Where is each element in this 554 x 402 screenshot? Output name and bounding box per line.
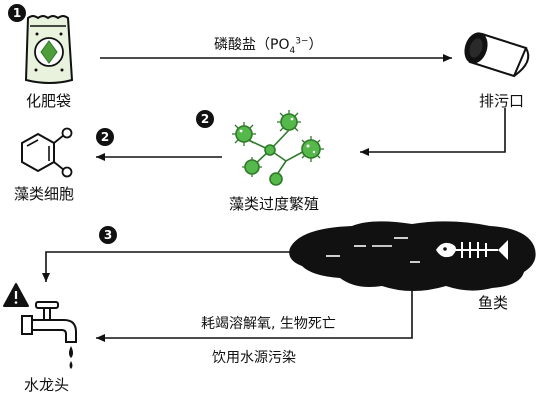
drain-pipe-icon: [464, 32, 530, 78]
label-drain-pipe: 排污口: [479, 92, 525, 110]
fish-skeleton-icon: [436, 240, 508, 260]
label-fish: 鱼类: [478, 294, 509, 312]
tap-icon: [21, 301, 77, 369]
phosphate-prefix: 磷酸盐（PO: [214, 37, 290, 53]
label-algae-cells: 藻类细胞: [14, 185, 75, 203]
label-fertilizer-bag: 化肥袋: [26, 92, 72, 110]
label-algal-bloom: 藻类过度繁殖: [229, 195, 320, 213]
algae-cells-icon: [21, 127, 73, 178]
step-badge-1: 1: [8, 4, 26, 22]
step-badge-2b: 2: [196, 110, 214, 128]
step-badge-2a: 2: [96, 128, 114, 146]
arrow-to-tap: [42, 251, 300, 282]
arrow-drain-to-algae: [360, 108, 506, 156]
label-phosphate: 磷酸盐（PO43−）: [214, 34, 323, 56]
algae-bloom-icon: [232, 110, 324, 186]
label-tap: 水龙头: [24, 376, 70, 394]
warning-icon: [3, 283, 29, 307]
fertilizer-bag-icon: [24, 15, 74, 84]
step-badge-3: 3: [99, 226, 117, 244]
label-water-pollution: 饮用水源污染: [212, 350, 296, 366]
phosphate-subscript: 4: [289, 45, 296, 56]
oil-slick-icon: [289, 221, 536, 291]
phosphate-superscript: 3−: [295, 36, 309, 47]
arrow-fish-to-tap: [96, 288, 413, 342]
label-oxygen-depletion: 耗竭溶解氧, 生物死亡: [201, 316, 336, 332]
phosphate-suffix: ）: [308, 37, 323, 53]
